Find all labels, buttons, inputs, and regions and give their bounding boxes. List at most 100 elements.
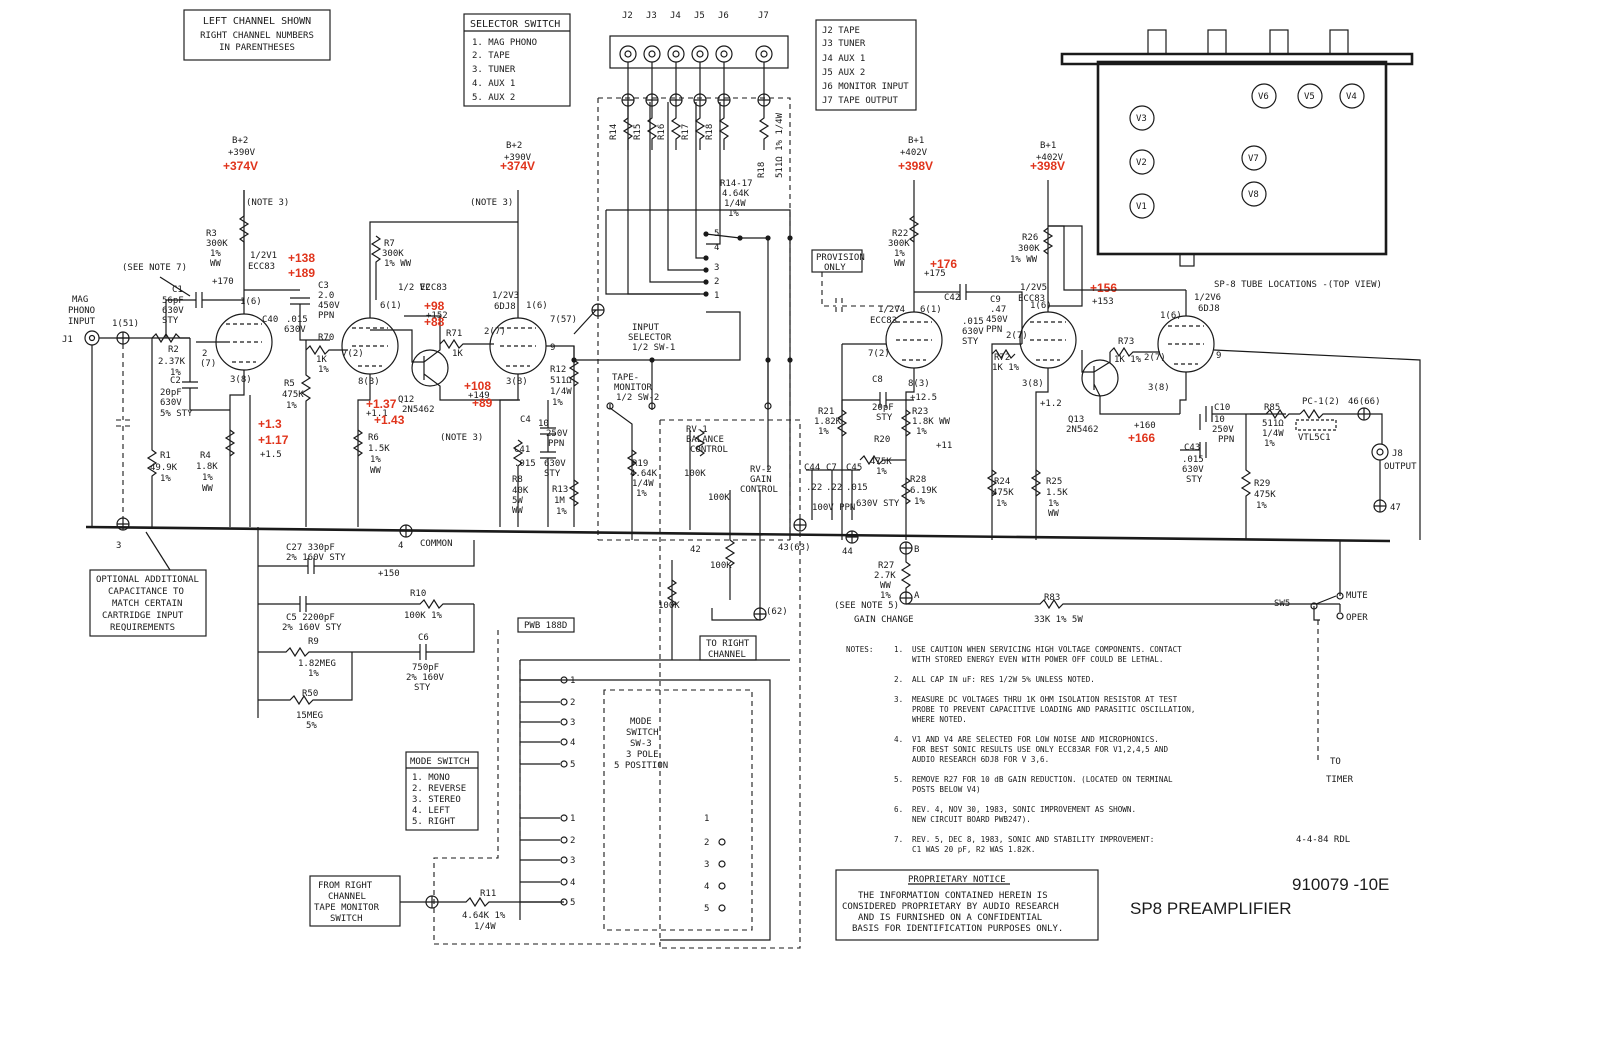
v137: +1.37 xyxy=(366,397,397,411)
note-4-line-3: AUDIO RESEARCH 6DJ8 FOR V 3,6. xyxy=(912,755,1049,764)
mode-contact-b-4: 4 xyxy=(570,878,575,888)
tube-v8 xyxy=(1241,181,1267,207)
v3-type: 6DJ8 xyxy=(494,302,516,312)
c40-label: C40 xyxy=(262,315,278,325)
see-note-5: (SEE NOTE 5) xyxy=(834,601,899,611)
pin-42: 42 xyxy=(690,545,701,555)
sw5-mute: MUTE xyxy=(1346,591,1368,601)
optional-line-5: REQUIREMENTS xyxy=(110,623,175,633)
mode-contact-a-1: 1 xyxy=(570,676,575,686)
rv1-name: BALANCE xyxy=(686,435,724,445)
tube-v1 xyxy=(1129,193,1155,219)
r7-tol: 1% WW xyxy=(384,259,412,269)
c6-volt: 2% 160V xyxy=(406,673,445,683)
sel-caption-1: INPUT xyxy=(632,323,660,333)
proprietary-notice: PROPRIETARY NOTICE THE INFORMATION CONTA… xyxy=(835,869,1099,941)
r24-label: R24 xyxy=(994,477,1010,487)
v89: +89 xyxy=(472,396,493,410)
v88: +88 xyxy=(424,315,445,329)
pin-b: B xyxy=(914,545,919,555)
v3-pin-1: 1(6) xyxy=(526,301,548,311)
to-timer-2: TIMER xyxy=(1326,775,1354,785)
jack-legend-1: J2 TAPE xyxy=(822,26,860,36)
note-7-line-2: C1 WAS 20 pF, R2 WAS 1.82K. xyxy=(912,845,1035,854)
pin-7-57: 7(57) xyxy=(550,315,577,325)
r73-value: 1K 1% xyxy=(1114,355,1142,365)
q13-type: 2N5462 xyxy=(1066,425,1099,435)
c4-type: PPN xyxy=(548,439,564,449)
r50-value: 15MEG xyxy=(296,711,323,721)
cval-3: .015 xyxy=(846,483,868,493)
rv1-value: 100K xyxy=(684,469,706,479)
pin-3: 3 xyxy=(116,541,121,551)
proprietary-line-3: AND IS FURNISHED ON A CONFIDENTIAL xyxy=(858,913,1042,923)
r70-tol: 1% xyxy=(318,365,329,375)
r25-type: WW xyxy=(1048,509,1059,519)
pin-4: 4 xyxy=(398,541,403,551)
mode-contact-b-1: 1 xyxy=(570,814,575,824)
r71-label: R71 xyxy=(446,329,462,339)
note-num-2: 2. xyxy=(894,675,903,684)
v3-pin-2: 2(7) xyxy=(484,327,506,337)
r7-value: 300K xyxy=(382,249,404,259)
proprietary-line-1: THE INFORMATION CONTAINED HEREIN IS xyxy=(858,891,1048,901)
v-p152: +152 xyxy=(426,311,448,321)
c7-label: C7 xyxy=(826,463,837,473)
v1-pin-3: 3(8) xyxy=(230,375,252,385)
rv2b-value: 100K xyxy=(710,561,732,571)
provision-box: PROVISION ONLY xyxy=(811,249,900,314)
c44-label: C44 xyxy=(804,463,820,473)
note-3-line-3: WHERE NOTED. xyxy=(912,715,967,724)
notes-section: NOTES: 1.USE CAUTION WHEN SERVICING HIGH… xyxy=(846,645,1195,854)
c40-volt: 630V xyxy=(284,325,306,335)
proprietary-title: PROPRIETARY NOTICE xyxy=(908,875,1006,885)
note-7-line-1: REV. 5, DEC 8, 1983, SONIC AND STABILITY… xyxy=(912,835,1154,844)
c9-volt: 450V xyxy=(986,315,1008,325)
r14-value: 4.64K xyxy=(722,189,750,199)
pin-43: 43(63) xyxy=(778,543,811,553)
jack-legend-5: J6 MONITOR INPUT xyxy=(822,82,909,92)
b2a-label: B+2 xyxy=(232,136,248,146)
c1-value: 56pF xyxy=(162,296,184,306)
note-num-3: 3. xyxy=(894,695,903,704)
rv1b-value: 100K xyxy=(658,601,680,611)
r2-value: 2.37K xyxy=(158,357,186,367)
cval-2: .22 xyxy=(826,483,842,493)
jack-label-1: J2 xyxy=(622,11,633,21)
v5-pin-1: 1(6) xyxy=(1030,301,1052,311)
selector-switch-box: SELECTOR SWITCH 1. MAG PHONO 2. TAPE 3. … xyxy=(463,13,571,107)
to-timer-1b: TO xyxy=(1330,757,1341,767)
v156: +156 xyxy=(1090,281,1117,295)
c6-value: 750pF xyxy=(412,663,439,673)
c5-label: C5 2200pF xyxy=(286,613,335,623)
common-label: COMMON xyxy=(420,539,453,549)
r18-label: R18 xyxy=(757,162,767,178)
note-5-line-2: POSTS BELOW V4) xyxy=(912,785,981,794)
r21-label: R21 xyxy=(818,407,834,417)
note-num-5: 5. xyxy=(894,775,903,784)
c6-type: STY xyxy=(414,683,431,693)
c10-label: C10 xyxy=(1214,403,1230,413)
v-p170: +170 xyxy=(212,277,234,287)
q12-type: 2N5462 xyxy=(402,405,435,415)
note3-a: (NOTE 3) xyxy=(246,198,289,208)
from-right-1: FROM RIGHT xyxy=(318,881,373,891)
c6-label: C6 xyxy=(418,633,429,643)
c9-type: PPN xyxy=(986,325,1002,335)
r28-tol: 1% xyxy=(914,497,925,507)
jack-label-6: J7 xyxy=(758,11,769,21)
v189: +189 xyxy=(288,266,315,280)
r13-tol: 1% xyxy=(556,507,567,517)
r50-tol: 5% xyxy=(306,721,317,731)
v6-label: 1/2V6 xyxy=(1194,293,1221,303)
c4-volt: 250V xyxy=(546,429,568,439)
provision-2: ONLY xyxy=(824,263,846,273)
c9-value: .47 xyxy=(990,305,1006,315)
mag-input-1: MAG xyxy=(72,295,88,305)
r3-label: R3 xyxy=(206,229,217,239)
r25-label: R25 xyxy=(1046,477,1062,487)
v-p150: +150 xyxy=(378,569,400,579)
r27-type: WW xyxy=(880,581,891,591)
v2-pin-7: 7(2) xyxy=(342,349,364,359)
